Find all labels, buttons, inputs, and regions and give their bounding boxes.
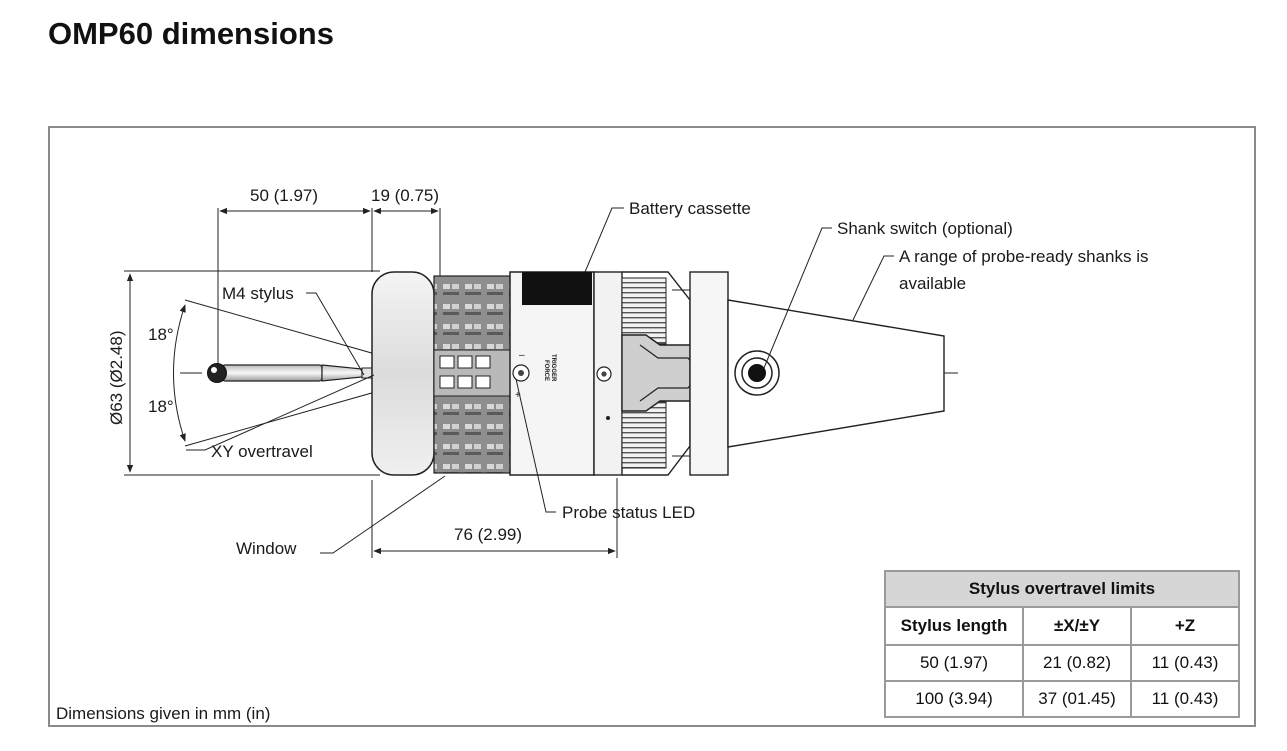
- angle-lower-label: 18°: [148, 397, 174, 416]
- probe-status-led-label: Probe status LED: [562, 503, 695, 522]
- dimension-stylus-length: [217, 207, 441, 372]
- page-title: OMP60 dimensions: [48, 16, 334, 51]
- callout-leaders: [186, 207, 894, 554]
- table-cell: 21 (0.82): [1022, 644, 1132, 682]
- table-cell: 11 (0.43): [1130, 680, 1240, 718]
- battery-cassette-label: Battery cassette: [629, 199, 751, 218]
- dim-stylus-length-label: 50 (1.97): [250, 186, 318, 205]
- minus-mark: –: [519, 350, 525, 361]
- dimension-diameter: [124, 270, 380, 476]
- col-header-z: +Z: [1130, 606, 1240, 646]
- overtravel-table: Stylus overtravel limits Stylus length ±…: [884, 570, 1240, 718]
- diagram-frame: [48, 126, 1256, 727]
- xy-overtravel-label: XY overtravel: [211, 442, 313, 461]
- col-header-xy: ±X/±Y: [1022, 606, 1132, 646]
- plus-mark: +: [515, 390, 521, 401]
- dim-diameter-label: Ø63 (Ø2.48): [107, 331, 126, 426]
- force-mark: FORCE: [543, 360, 549, 381]
- table-cell: 100 (3.94): [884, 680, 1024, 718]
- dim-body-length-label: 76 (2.99): [454, 525, 522, 544]
- dim-window-offset-label: 19 (0.75): [371, 186, 439, 205]
- shank-switch-label: Shank switch (optional): [837, 219, 1013, 238]
- units-footnote: Dimensions given in mm (in): [56, 704, 271, 723]
- table-cell: 11 (0.43): [1130, 644, 1240, 682]
- shanks-label-line1: A range of probe-ready shanks is: [899, 247, 1148, 266]
- table-cell: 50 (1.97): [884, 644, 1024, 682]
- table-caption: Stylus overtravel limits: [884, 570, 1240, 608]
- trigger-mark: TRIGGER: [550, 354, 556, 382]
- m4-stylus-label: M4 stylus: [222, 284, 294, 303]
- table-row: 100 (3.94) 37 (01.45) 11 (0.43): [884, 680, 1240, 718]
- probe-body: [371, 271, 945, 476]
- table-row: 50 (1.97) 21 (0.82) 11 (0.43): [884, 644, 1240, 682]
- col-header-stylus-length: Stylus length: [884, 606, 1024, 646]
- angle-upper-label: 18°: [148, 325, 174, 344]
- m4-stylus: [207, 363, 373, 383]
- dimension-body-length: [371, 478, 618, 558]
- table-cell: 37 (01.45): [1022, 680, 1132, 718]
- shanks-label-line2: available: [899, 274, 966, 293]
- window-label: Window: [236, 539, 297, 558]
